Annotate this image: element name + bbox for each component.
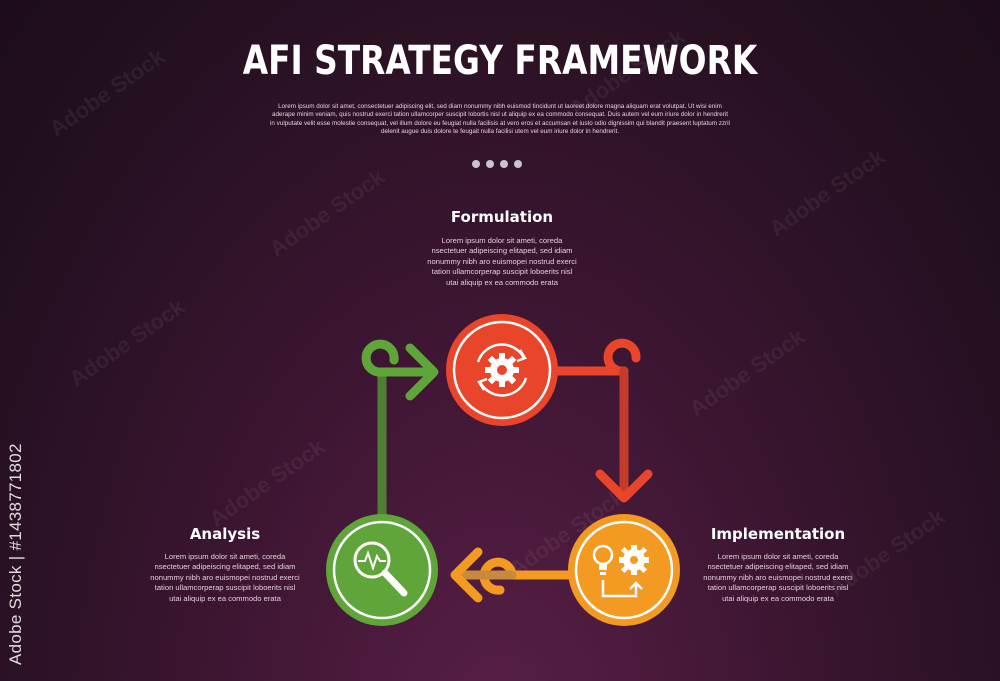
formulation-node [446,314,558,426]
connector-analysis-to-formulation [361,339,439,520]
page-description: Lorem ipsum dolor sit amet, consectetuer… [270,103,730,135]
dot [500,160,508,168]
magnifier-chart-icon [353,541,408,597]
dot [514,160,522,168]
connector-implementation-to-analysis [450,547,576,603]
analysis-title: Analysis [189,525,261,543]
adobe-stock-id: Adobe Stock | #1438771802 [6,443,25,665]
implementation-node [568,514,680,626]
dot [486,160,494,168]
gear-refresh-icon [476,343,528,397]
page-title: AFI STRATEGY FRAMEWORK [242,38,758,84]
analysis-node [326,514,438,626]
lightbulb-gear-icon [592,544,649,598]
formulation-title: Formulation [450,208,554,226]
formulation-description: Lorem ipsum dolor sit ameti, coreda nsec… [427,236,577,287]
connector-formulation-to-implementation [551,338,653,503]
implementation-description: Lorem ipsum dolor sit ameti, coreda nsec… [703,552,853,603]
analysis-description: Lorem ipsum dolor sit ameti, coreda nsec… [150,552,300,603]
pagination-dots [472,160,522,168]
implementation-title: Implementation [710,525,846,543]
dot [472,160,480,168]
